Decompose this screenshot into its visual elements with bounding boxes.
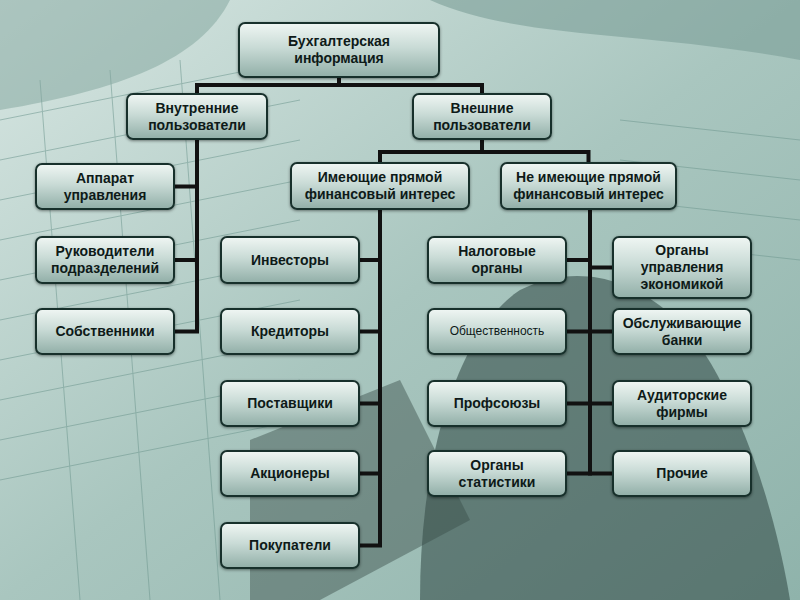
- box-label: Акционеры: [250, 465, 330, 482]
- box-content: Общественность: [450, 324, 545, 338]
- box-content: Аппарат управления: [43, 170, 167, 204]
- connector-line: [380, 140, 482, 162]
- box-content: Акционеры: [250, 465, 330, 482]
- user-box: Покупатели: [220, 522, 360, 569]
- user-box: Бухгалтерская информация: [238, 22, 440, 78]
- box-content: Органы управления экономикой: [620, 242, 744, 292]
- person-silhouette: [420, 276, 790, 600]
- box-content: Налоговые органы: [435, 243, 559, 277]
- box-content: Имеющие прямой финансовый интерес: [298, 169, 462, 203]
- user-box: Кредиторы: [220, 308, 360, 355]
- user-box: Инвесторы: [220, 236, 360, 284]
- box-label: Внутренние пользователи: [134, 100, 260, 134]
- user-box: Внутренние пользователи: [126, 93, 268, 140]
- connector-line: [567, 210, 590, 474]
- box-label: Налоговые органы: [435, 243, 559, 277]
- box-content: Органы статистики: [435, 457, 559, 491]
- box-content: Обслуживающие банки: [620, 315, 744, 349]
- user-box: Акционеры: [220, 450, 360, 497]
- box-label: Имеющие прямой финансовый интерес: [298, 169, 462, 203]
- box-content: Поставщики: [247, 395, 333, 412]
- user-box: Налоговые органы: [427, 236, 567, 284]
- box-label: Собственники: [55, 323, 154, 340]
- connector-line: [339, 78, 482, 93]
- ledger-grid: [0, 60, 800, 600]
- box-content: Бухгалтерская информация: [246, 33, 432, 67]
- connector-line: [360, 210, 380, 404]
- box-content: Профсоюзы: [454, 395, 541, 412]
- connector-line: [590, 210, 612, 404]
- box-content: Руководители подразделений: [43, 243, 167, 277]
- box-content: Инвесторы: [251, 252, 329, 269]
- user-box: Собственники: [35, 308, 175, 355]
- box-content: Кредиторы: [251, 323, 329, 340]
- box-label: Инвесторы: [251, 252, 329, 269]
- connector-line: [360, 210, 380, 474]
- box-content: Собственники: [55, 323, 154, 340]
- user-box: Внешние пользователи: [412, 93, 552, 140]
- box-label: Обслуживающие банки: [620, 315, 744, 349]
- box-label: Руководители подразделений: [43, 243, 167, 277]
- box-label: Не имеющие прямой финансовый интерес: [508, 169, 669, 203]
- box-content: Внешние пользователи: [420, 100, 544, 134]
- connector-line: [360, 210, 380, 546]
- user-box: Прочие: [612, 450, 752, 497]
- box-content: Прочие: [656, 465, 707, 482]
- user-box: Общественность: [427, 308, 567, 355]
- box-content: Внутренние пользователи: [134, 100, 260, 134]
- user-box: Аудиторские фирмы: [612, 380, 752, 427]
- connector-line: [482, 140, 589, 162]
- box-content: Покупатели: [249, 537, 331, 554]
- user-box: Профсоюзы: [427, 380, 567, 427]
- user-box: Обслуживающие банки: [612, 308, 752, 355]
- box-label: Прочие: [656, 465, 707, 482]
- connector-line: [590, 210, 612, 474]
- user-box: Имеющие прямой финансовый интерес: [290, 162, 470, 210]
- connector-line: [175, 140, 197, 187]
- user-box: Не имеющие прямой финансовый интерес: [500, 162, 677, 210]
- user-box: Органы управления экономикой: [612, 236, 752, 299]
- box-label: Органы управления экономикой: [620, 242, 744, 292]
- connector-line: [567, 210, 590, 332]
- box-label: Органы статистики: [435, 457, 559, 491]
- user-box: Органы статистики: [427, 450, 567, 497]
- box-label: Покупатели: [249, 537, 331, 554]
- connector-line: [197, 78, 339, 93]
- box-label: Общественность: [450, 324, 545, 338]
- box-label: Аудиторские фирмы: [620, 387, 744, 421]
- connector-line: [567, 210, 590, 404]
- connector-line: [567, 210, 590, 260]
- hand-shape: [430, 0, 800, 60]
- connector-line: [175, 140, 197, 260]
- user-box: Аппарат управления: [35, 163, 175, 210]
- box-label: Поставщики: [247, 395, 333, 412]
- connector-line: [590, 210, 612, 268]
- connector-line: [360, 210, 380, 260]
- user-box: Поставщики: [220, 380, 360, 427]
- connector-line: [590, 210, 612, 332]
- box-content: Не имеющие прямой финансовый интерес: [508, 169, 669, 203]
- box-label: Бухгалтерская информация: [246, 33, 432, 67]
- user-box: Руководители подразделений: [35, 236, 175, 284]
- box-content: Аудиторские фирмы: [620, 387, 744, 421]
- box-label: Аппарат управления: [43, 170, 167, 204]
- connector-line: [175, 140, 197, 332]
- connector-line: [360, 210, 380, 332]
- box-label: Кредиторы: [251, 323, 329, 340]
- box-label: Внешние пользователи: [420, 100, 544, 134]
- box-label: Профсоюзы: [454, 395, 541, 412]
